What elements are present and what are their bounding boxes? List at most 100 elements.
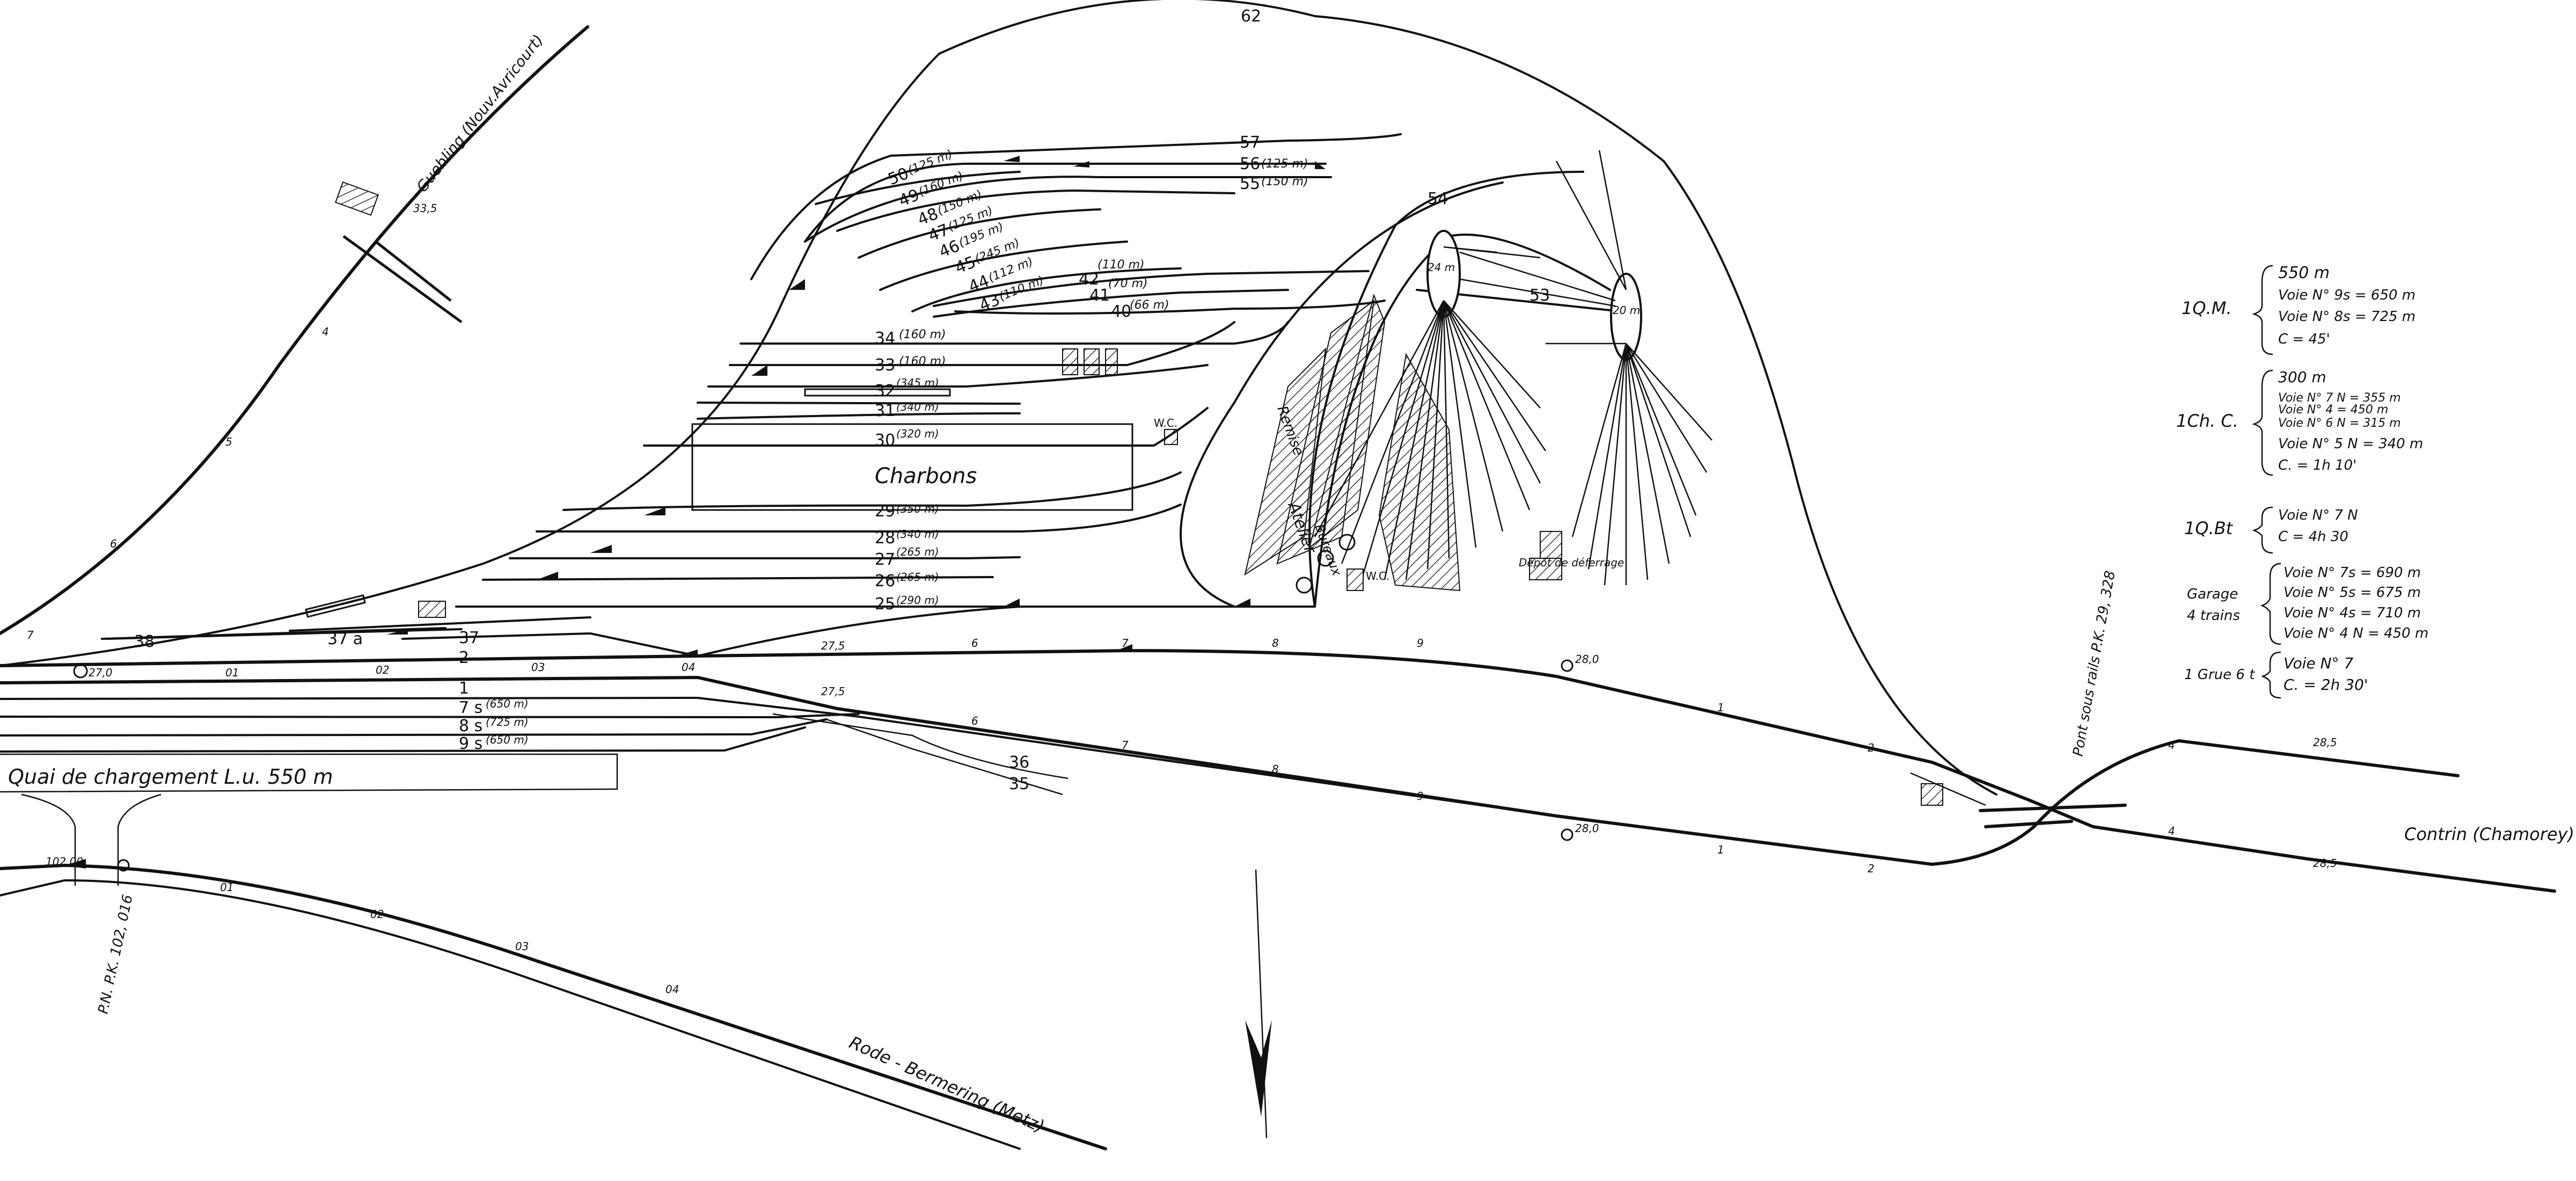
track-31-length: (340 m) — [896, 400, 939, 413]
track-1: 1 — [459, 679, 469, 698]
loading-quay-label: Quai de chargement L.u. 550 m — [8, 765, 333, 789]
contrin-direction: Contrin (Chamorey) — [2404, 824, 2574, 844]
legend-qm-line-4: C = 45' — [2278, 331, 2330, 347]
legend-qb-line-2: C = 4h 30 — [2278, 529, 2348, 545]
buildings — [0, 293, 2127, 1139]
track-7s-length: (650 m) — [486, 697, 529, 710]
charbons-label: Charbons — [875, 464, 977, 489]
track-28-length: (340 m) — [896, 528, 939, 541]
track-50-length: (125 m) — [906, 148, 955, 178]
legend-qm-line-2: Voie N° 9s = 650 m — [2278, 287, 2416, 303]
km-8b: 8 — [1272, 763, 1279, 776]
bridge-label: Pont sous rails P.K. 29, 328 — [2070, 570, 2118, 757]
legend-qb: 1Q.Bt Voie N° 7 N C = 4h 30 — [2184, 506, 2358, 554]
main-lines — [0, 648, 2556, 1150]
track-27: 27 — [875, 550, 895, 569]
km-bot-01: 01 — [220, 881, 233, 894]
km-2b: 2 — [1868, 862, 1875, 875]
km-03: 03 — [531, 661, 545, 674]
km-28-5: 28,5 — [2313, 736, 2337, 749]
km-28-5b: 28,5 — [2313, 857, 2337, 870]
km-27-5: 27,5 — [821, 639, 845, 652]
legend-qb-line-1: Voie N° 7 N — [2278, 507, 2358, 523]
track-34: 34 — [875, 329, 895, 348]
km-bot-02: 02 — [370, 908, 384, 921]
km-8: 8 — [1272, 637, 1279, 650]
km-7b: 7 — [1122, 739, 1129, 752]
track-7s: 7 s — [459, 698, 482, 717]
level-crossing-label: P.N. P.K. 102, 016 — [96, 893, 136, 1015]
km-27-5b: 27,5 — [821, 685, 845, 698]
km-02: 02 — [376, 664, 389, 676]
km-labels: 27,0 01 02 03 04 27,5 6 7 8 9 28,0 1 2 4… — [27, 202, 2337, 996]
legend-chc-line-2: Voie N° 7 N = 355 m — [2278, 391, 2401, 405]
track-33: 33 — [875, 356, 895, 375]
legend-garage-name-1: Garage — [2187, 586, 2238, 602]
wc-label-2: W.C. — [1366, 570, 1389, 582]
legend-garage-name-2: 4 trains — [2187, 608, 2240, 624]
track-8s: 8 s — [459, 717, 482, 735]
km-28-0b: 28,0 — [1575, 822, 1599, 835]
km-g4: 4 — [322, 325, 329, 338]
km-9b: 9 — [1417, 790, 1424, 803]
track-27-length: (265 m) — [896, 545, 939, 558]
km-g5: 5 — [225, 435, 232, 448]
km-04: 04 — [682, 661, 695, 674]
track-29: 29 — [875, 502, 895, 521]
legend-qm-line-3: Voie N° 8s = 725 m — [2278, 309, 2416, 325]
km-g7: 7 — [27, 629, 34, 641]
legend-chc-line-5: Voie N° 5 N = 340 m — [2278, 436, 2423, 452]
track-35: 35 — [1009, 775, 1029, 793]
track-25: 25 — [875, 595, 895, 614]
km-7: 7 — [1122, 637, 1129, 650]
track-26-length: (265 m) — [896, 571, 939, 584]
track-40: 40 — [1111, 302, 1131, 321]
track-56: 56 — [1240, 155, 1260, 173]
km-2: 2 — [1868, 741, 1875, 754]
legend-grue-line-1: Voie N° 7 — [2284, 654, 2353, 672]
legend-chc-line-1: 300 m — [2278, 368, 2326, 386]
place-labels: Charbons Quai de chargement L.u. 550 m G… — [8, 31, 2574, 1137]
track-30-length: (320 m) — [896, 427, 939, 440]
track-42-length: (110 m) — [1097, 258, 1145, 272]
track-30: 30 — [875, 431, 895, 450]
km-1: 1 — [1717, 701, 1724, 714]
track-49-length: (160 m) — [917, 169, 965, 199]
track-41: 41 — [1089, 286, 1110, 305]
legend-chc-line-3: Voie N° 4 = 450 m — [2278, 403, 2388, 417]
track-54: 54 — [1428, 189, 1448, 208]
track-37: 37 — [459, 629, 479, 647]
km-6b: 6 — [971, 715, 978, 727]
legend-garage-line-1: Voie N° 7s = 690 m — [2284, 565, 2421, 581]
track-57: 57 — [1240, 133, 1260, 152]
track-62: 62 — [1241, 7, 1261, 26]
track-2: 2 — [459, 648, 469, 667]
legend-grue: 1 Grue 6 t Voie N° 7 C. = 2h 30' — [2184, 651, 2368, 699]
track-32-length: (345 m) — [896, 376, 939, 389]
km-1b: 1 — [1717, 843, 1724, 856]
depot-label: Dépôt de déferrage — [1519, 556, 1624, 569]
km-g6: 6 — [110, 537, 117, 550]
guebling-direction: Guebling (Nouv.Avricourt) — [413, 31, 547, 195]
km-9: 9 — [1417, 637, 1424, 650]
track-53: 53 — [1529, 286, 1550, 305]
legend-garage-line-4: Voie N° 4 N = 450 m — [2284, 625, 2428, 641]
track-33-length: (160 m) — [899, 355, 946, 368]
track-42: 42 — [1079, 270, 1099, 289]
legend-chc-line-6: C. = 1h 10' — [2278, 457, 2357, 473]
km-01: 01 — [225, 666, 239, 679]
km-4b: 4 — [2168, 825, 2175, 837]
track-9s: 9 s — [459, 734, 482, 753]
track-28: 28 — [875, 529, 895, 548]
wc-label-1: W.C. — [1154, 417, 1177, 429]
km-27-0: 27,0 — [89, 666, 113, 679]
track-41-length: (70 m) — [1108, 277, 1148, 290]
track-9s-length: (650 m) — [486, 733, 529, 746]
legend-garage: Garage 4 trains Voie N° 7s = 690 m Voie … — [2187, 563, 2428, 645]
km-bot-04: 04 — [665, 983, 679, 996]
legend-qb-name: 1Q.Bt — [2184, 518, 2234, 538]
legend-garage-line-3: Voie N° 4s = 710 m — [2284, 605, 2421, 621]
line-guebling — [0, 25, 589, 635]
track-34-length: (160 m) — [899, 328, 946, 341]
